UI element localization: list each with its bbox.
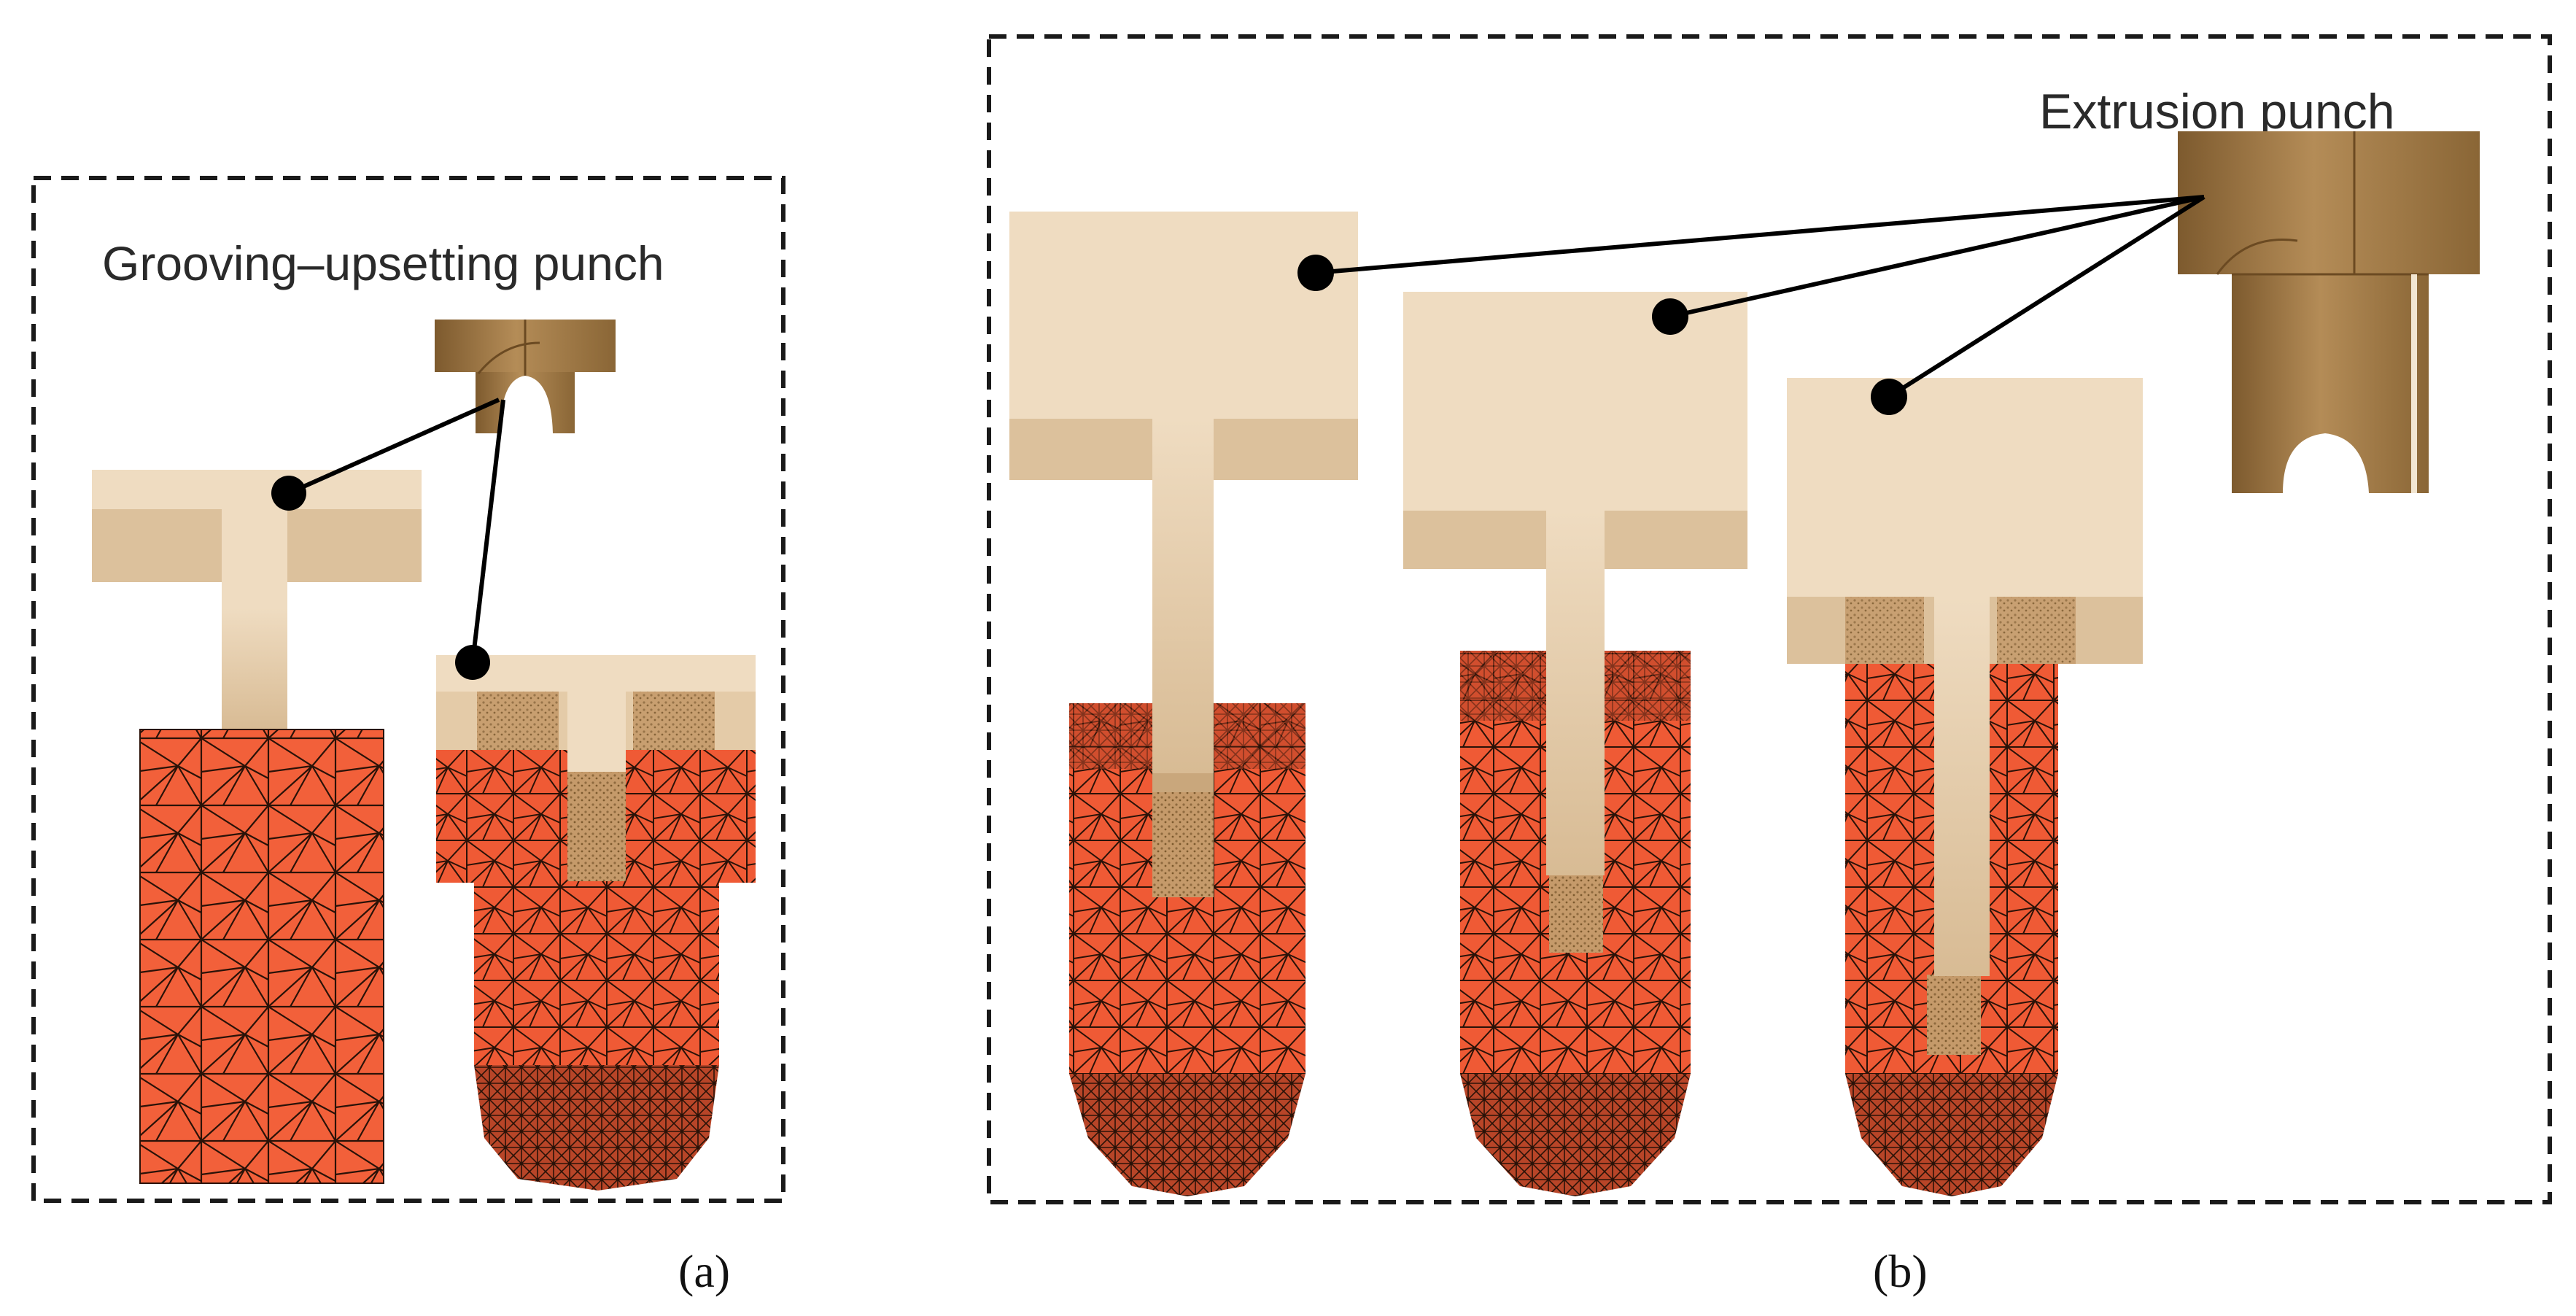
panel-a-title: Grooving–upsetting punch — [102, 236, 664, 290]
panel-a: Grooving–upsetting punch — [31, 176, 785, 1297]
panel-b-frame — [987, 34, 2552, 1204]
billet-extrusion-stage-3 — [1787, 378, 2143, 1196]
grooving-upsetting-punch — [435, 320, 616, 433]
panel-b: Extrusion punch — [987, 34, 2552, 1297]
billet-initial — [92, 470, 422, 1184]
leader-dot — [271, 476, 306, 511]
panel-a-leaders — [271, 398, 505, 680]
leader-dot — [455, 645, 490, 680]
billet-extrusion-stage-1 — [1009, 212, 1358, 1196]
panel-a-frame — [31, 176, 785, 1203]
extrusion-punch — [2178, 131, 2480, 493]
billet-extrusion-stage-2 — [1403, 292, 1747, 1196]
billet-grooved — [436, 655, 756, 1191]
leader-dot — [1871, 379, 1907, 415]
panel-b-leaders — [1297, 195, 2205, 415]
leader-dot — [1652, 298, 1688, 335]
leader-dot — [1297, 255, 1334, 291]
panel-b-caption: (b) — [1873, 1245, 1928, 1297]
panel-b-title: Extrusion punch — [2039, 84, 2395, 139]
panel-a-caption: (a) — [678, 1245, 730, 1297]
